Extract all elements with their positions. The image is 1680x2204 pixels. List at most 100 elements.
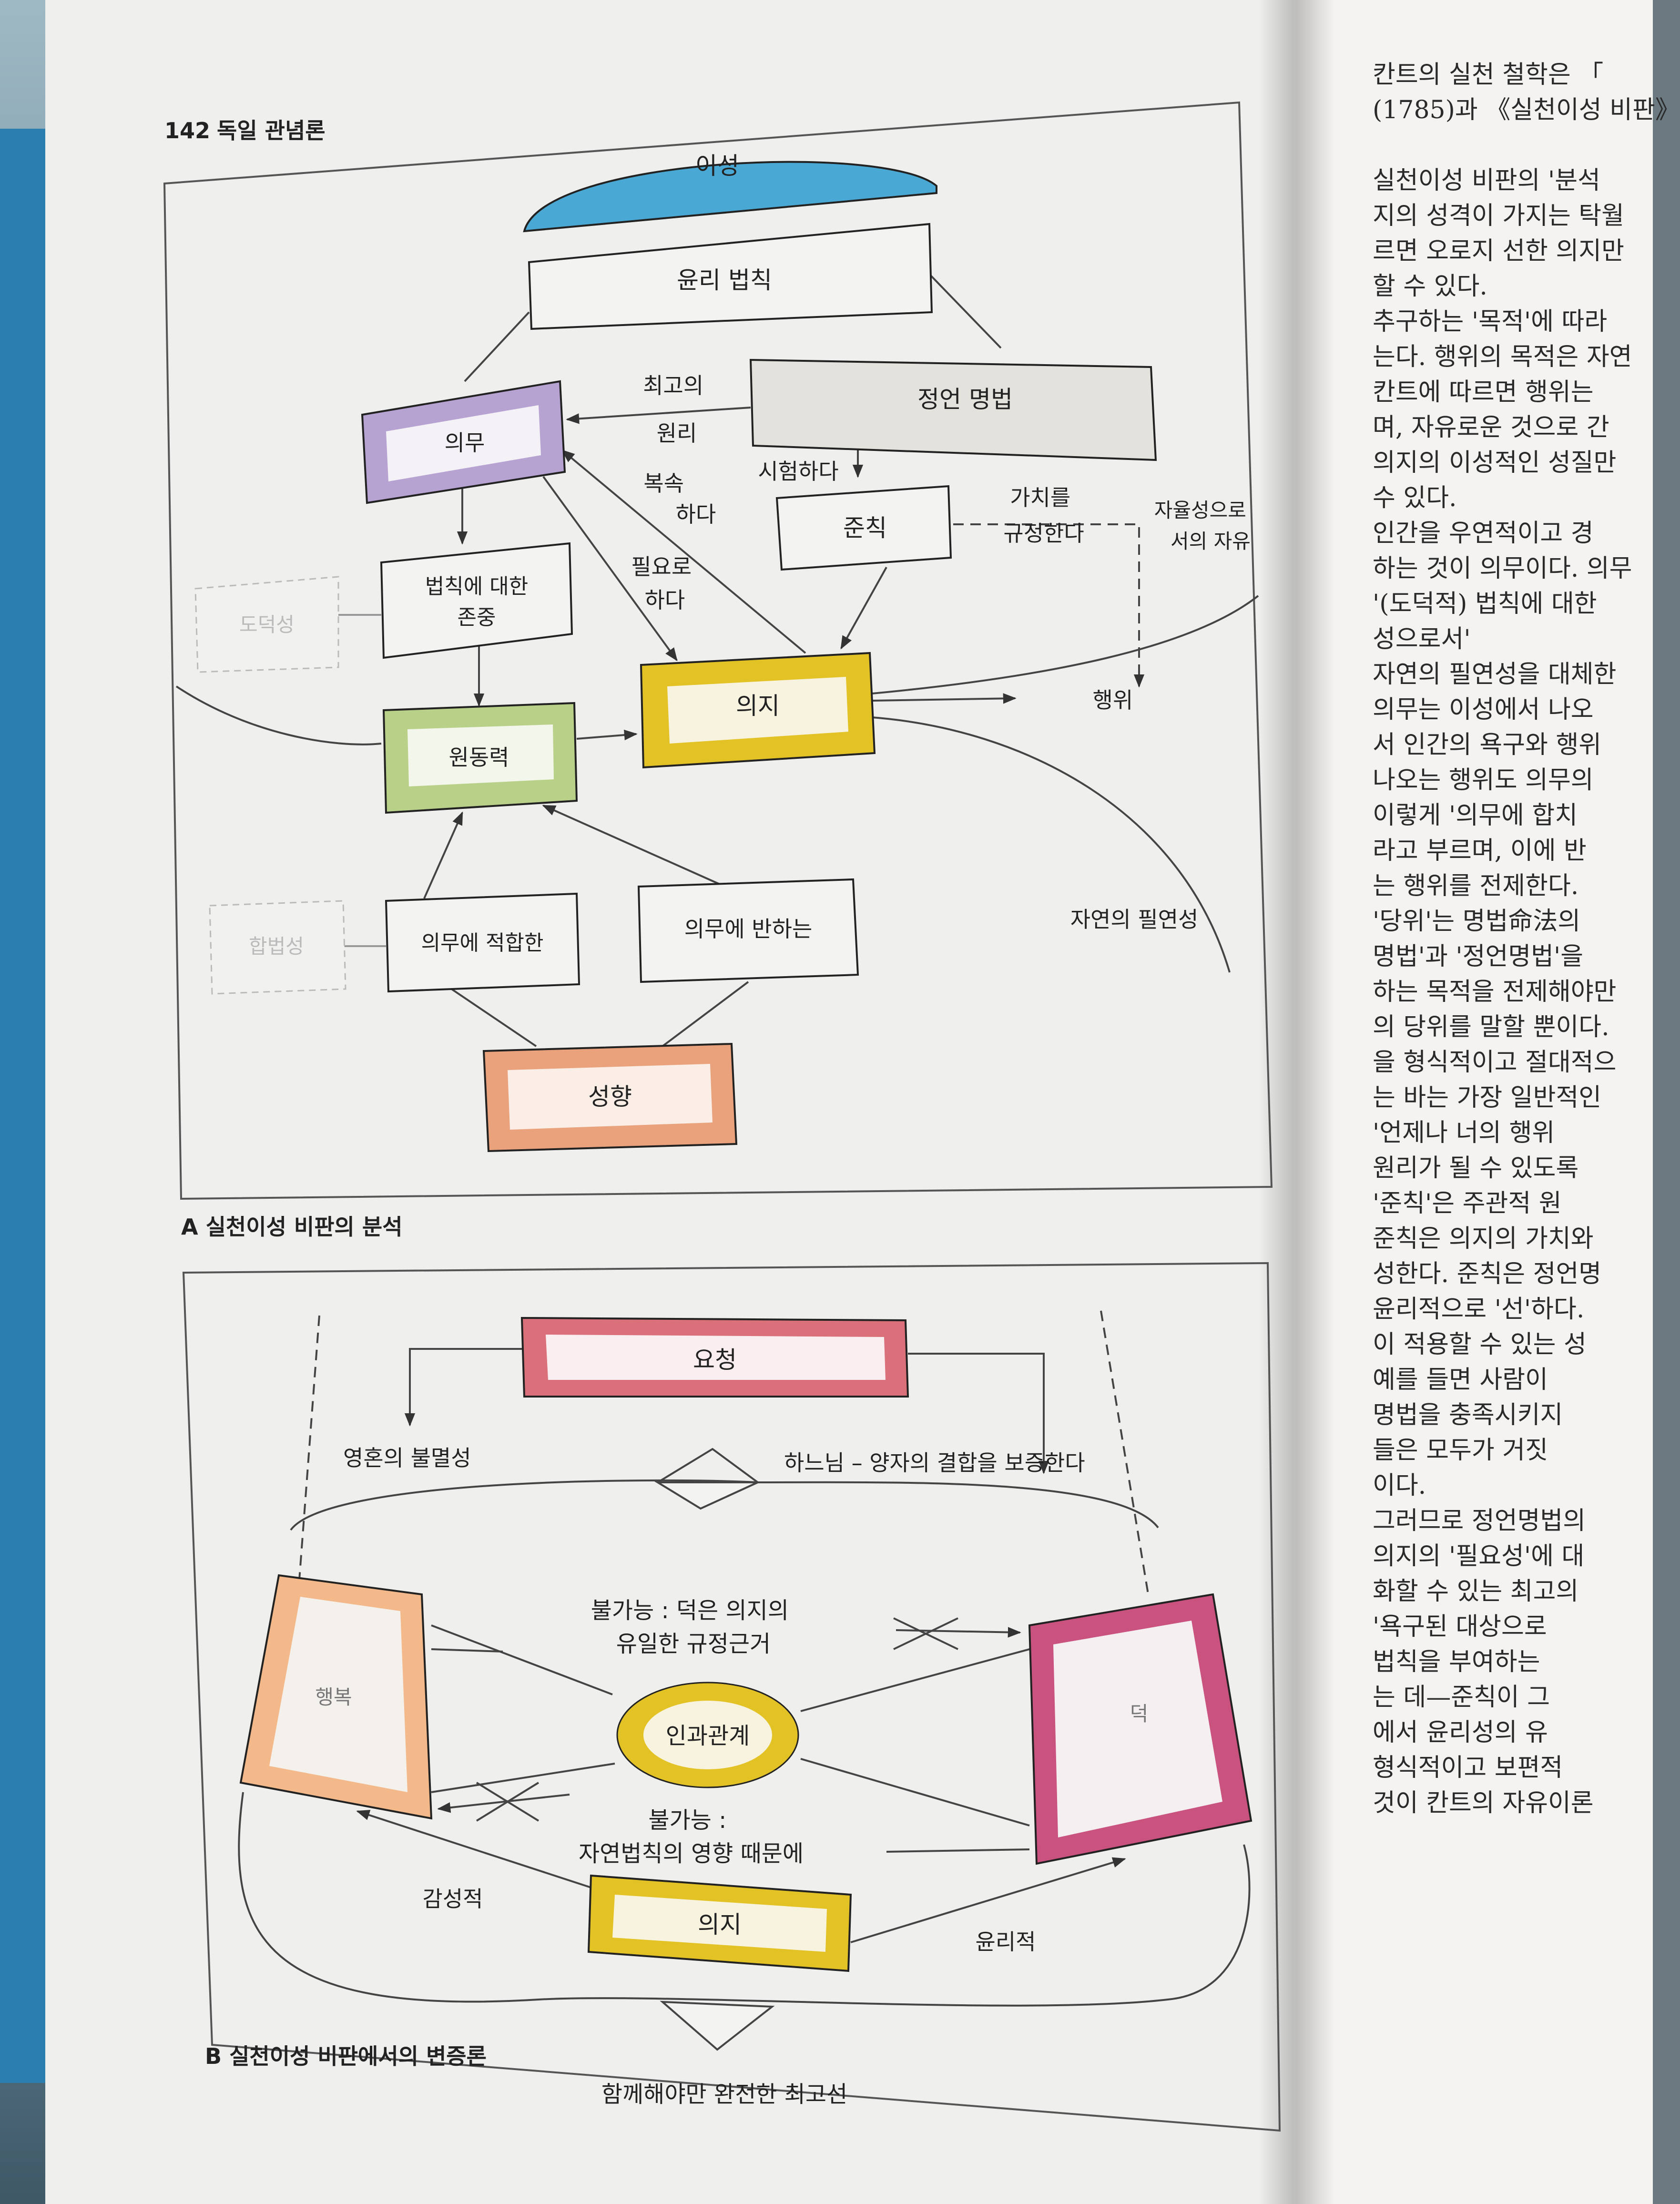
right-page-line: 수 있다.	[1373, 484, 1457, 512]
page-number: 142	[164, 118, 210, 143]
reason-label: 이성	[695, 152, 739, 180]
diagram-b-caption: B 실천이성 비판에서의 변증론	[205, 2043, 487, 2069]
tests-label: 시험하다	[758, 459, 838, 484]
determines-value-label: 가치를 규정한다	[1003, 485, 1084, 546]
right-page-line: 지의 성격이 가지는 탁월	[1373, 202, 1624, 230]
diagram-a-caption: A 실천이성 비판의 분석	[181, 1214, 403, 1240]
diagram-b-connectors	[238, 1310, 1251, 2051]
right-page-line: 법칙을 부여하는	[1373, 1648, 1540, 1676]
right-page-line: 라고 부르며, 이에 반	[1373, 837, 1587, 865]
postulate-label: 요청	[693, 1346, 737, 1374]
necessitates-label: 필요로 하다	[631, 554, 699, 613]
right-page-line: 이 적용할 수 있는 성	[1373, 1330, 1587, 1359]
conforming-to-duty-label: 의무에 적합한	[421, 931, 544, 955]
right-page-line: 이렇게 '의무에 합치	[1373, 801, 1578, 830]
right-page-line: 성한다. 준칙은 정언명	[1373, 1260, 1602, 1288]
right-page-line: 에서 윤리성의 유	[1373, 1718, 1548, 1747]
contrary-to-duty-label: 의무에 반하는	[684, 916, 813, 942]
right-page-line: 하는 것이 의무이다. 의무	[1373, 554, 1632, 583]
will-b-box-inner	[612, 1895, 827, 1952]
right-page-line: 르면 오로지 선한 의지만	[1373, 237, 1624, 265]
diagram-a-frame	[163, 101, 1273, 1200]
supreme-principle-label: 최고의 원리	[643, 373, 711, 446]
right-page-line: 윤리적으로 '선'하다.	[1373, 1295, 1585, 1324]
action-label: 행위	[1093, 687, 1133, 713]
right-page-line: 는 데—준칙이 그	[1373, 1683, 1550, 1712]
right-page-line: 할 수 있다.	[1373, 272, 1487, 301]
ethical-label: 윤리적	[976, 1929, 1036, 1955]
right-page-line: (1785)과 《실천이성 비판》	[1373, 96, 1680, 124]
immortality-label: 영혼의 불멸성	[343, 1445, 471, 1471]
happiness-box-inner	[269, 1597, 407, 1792]
book-cover-edge	[0, 129, 52, 2083]
right-page-line: 나오는 행위도 의무의	[1373, 766, 1594, 795]
postulate-box-inner	[546, 1335, 886, 1380]
legality-label: 합법성	[249, 935, 304, 958]
contrary-to-duty-box	[637, 878, 859, 983]
right-page	[1294, 0, 1653, 2204]
right-page-line	[1373, 128, 1653, 163]
god-label: 하느님 – 양자의 결합을 보증한다	[784, 1450, 1085, 1476]
right-page-line: 형식적이고 보편적	[1373, 1754, 1563, 1782]
right-page-line: 하는 목적을 전제해야만	[1373, 978, 1617, 1006]
right-page-line: 는다. 행위의 목적은 자연	[1373, 343, 1632, 371]
right-page-line: 의 당위를 말할 뿐이다.	[1373, 1013, 1609, 1041]
impossible-2-label: 불가능 : 자연법칙의 영향 때문에	[579, 1807, 804, 1867]
maxim-box	[775, 485, 952, 571]
natural-necessity-label: 자연의 필연성	[1070, 907, 1199, 932]
right-page-line: 며, 자유로운 것으로 간	[1373, 413, 1609, 442]
categorical-imperative-label: 정언 명법	[917, 386, 1013, 413]
right-page-line: 실천이성 비판의 '분석	[1373, 166, 1600, 195]
moral-law-label: 윤리 법칙	[677, 266, 772, 294]
right-page-line: 의지의 이성적인 성질만	[1373, 449, 1617, 477]
freedom-as-autonomy-label: 자율성으로 서의 자유	[1154, 499, 1253, 553]
right-page-line: 예를 들면 사람이	[1373, 1366, 1548, 1394]
right-page-line: '욕구된 대상으로	[1373, 1612, 1547, 1641]
morality-label: 도덕성	[239, 613, 295, 636]
categorical-imperative-box	[749, 358, 1157, 461]
running-title: 독일 관념론	[217, 118, 326, 143]
duty-box-inner	[386, 405, 541, 481]
right-page-line: '언제나 너의 행위	[1373, 1119, 1555, 1147]
right-page-line: 것이 칸트의 자유이론	[1373, 1789, 1594, 1817]
right-page-line: 는 행위를 전제한다.	[1373, 872, 1579, 900]
right-page-line: 명법을 충족시키지	[1373, 1401, 1563, 1429]
sensible-label: 감성적	[423, 1886, 483, 1912]
right-page-line: 는 바는 가장 일반적인	[1373, 1083, 1602, 1112]
causality-ellipse-inner	[643, 1701, 772, 1769]
inclination-box-inner	[508, 1064, 713, 1130]
right-page-line: 칸트에 따르면 행위는	[1373, 378, 1594, 407]
reason-dome	[523, 161, 937, 233]
diagram-b-frame	[182, 1262, 1281, 2132]
right-page-line: 서 인간의 욕구와 행위	[1373, 731, 1602, 759]
book-gutter	[1258, 0, 1334, 2204]
motive-label: 원동력	[449, 745, 509, 770]
will-label: 의지	[736, 692, 780, 720]
submits-label: 복속 하다	[643, 470, 716, 527]
right-page-line: 들은 모두가 거짓	[1373, 1436, 1548, 1465]
virtue-box-inner	[1053, 1621, 1222, 1837]
will-box-inner	[667, 677, 848, 744]
right-page-line: 칸트의 실천 철학은 「	[1373, 61, 1604, 89]
right-page-line: '(도덕적) 법칙에 대한	[1373, 590, 1597, 618]
right-page-text: 칸트의 실천 철학은 「 (1785)과 《실천이성 비판》 실천이성 비판의 '분…	[1373, 57, 1680, 2193]
happiness-label: 행복	[315, 1685, 352, 1709]
impossible-1-label: 불가능 : 덕은 의지의 유일한 규정근거	[591, 1597, 796, 1657]
moral-law-box	[528, 223, 933, 330]
right-page-line: 화할 수 있는 최고의	[1373, 1577, 1579, 1606]
right-page-line: '준칙'은 주관적 원	[1373, 1189, 1562, 1218]
maxim-label: 준칙	[843, 514, 887, 542]
right-page-line: 명법'과 '정언명법'을	[1373, 942, 1584, 971]
right-page-line: 인간을 우연적이고 경	[1373, 519, 1594, 548]
morality-box	[194, 576, 339, 673]
inclination-label: 성향	[588, 1083, 632, 1111]
will-b-label: 의지	[698, 1911, 742, 1939]
motive-box-inner	[407, 724, 554, 786]
right-page-line: 원리가 될 수 있도록	[1373, 1154, 1579, 1183]
respect-for-law-box	[380, 542, 573, 659]
highest-good-label: 함께해야만 완전한 최고선	[601, 2081, 847, 2108]
right-page-line: '당위'는 명법命法의	[1373, 907, 1581, 936]
legality-box	[209, 900, 346, 995]
